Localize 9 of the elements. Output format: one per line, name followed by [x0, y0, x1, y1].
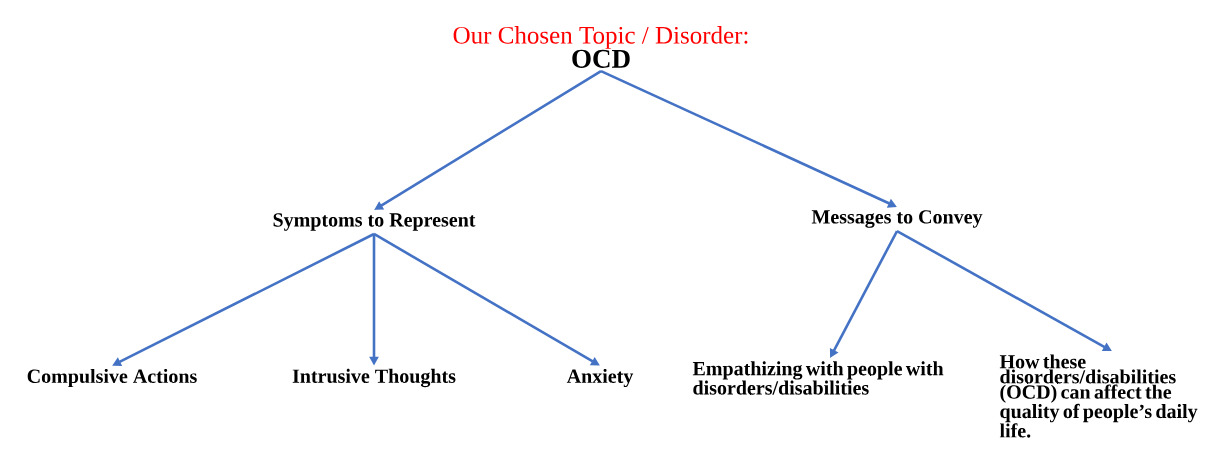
arrow [829, 230, 899, 358]
topic-heading: Our Chosen Topic / Disorder: OCD [453, 26, 748, 68]
node-label: Messages to Convey [811, 210, 983, 228]
node-label: How these disorders/disabilities (OCD) can affect the quality of people’s daily life. [999, 354, 1198, 438]
node-label: Symptoms to Represent [273, 213, 476, 231]
node-label: Compulsive Actions [27, 368, 197, 388]
node-label: Empathizing with people with disorders/disabilities [692, 361, 944, 395]
node-label: Anxiety [566, 368, 634, 388]
node-label: Intrusive Thoughts [292, 368, 456, 388]
